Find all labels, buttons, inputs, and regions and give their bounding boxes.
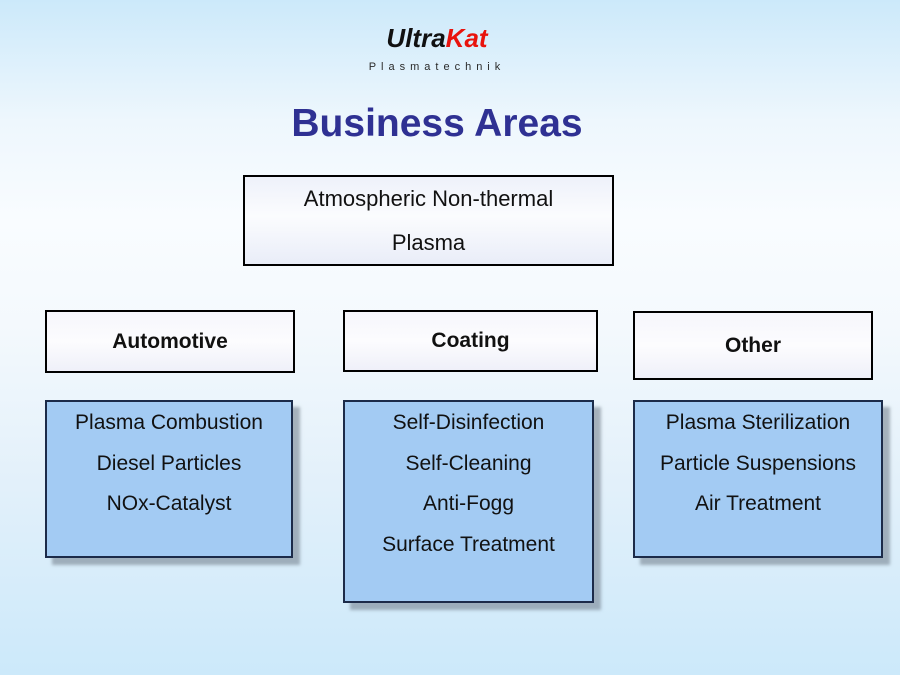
category-label-coating: Coating bbox=[431, 329, 510, 352]
item-label: Plasma Combustion bbox=[75, 411, 263, 434]
root-box-atmospheric-plasma: Atmospheric Non-thermal Plasma bbox=[243, 175, 614, 266]
category-box-automotive: Automotive bbox=[45, 310, 295, 373]
logo-text-kat: Kat bbox=[445, 23, 488, 53]
category-box-coating: Coating bbox=[343, 310, 598, 372]
item-label: Air Treatment bbox=[694, 492, 822, 515]
root-box-line1: Atmospheric Non-thermal bbox=[303, 186, 554, 211]
item-label: Surface Treatment bbox=[382, 532, 555, 556]
category-label-other: Other bbox=[724, 333, 781, 357]
item-label: Self-Cleaning bbox=[405, 451, 532, 475]
item-label: Particle Suspensions bbox=[659, 451, 857, 475]
item-box-coating: Self-Disinfection Self-Cleaning Anti-Fog… bbox=[343, 400, 594, 603]
logo-wordmark: UltraKat bbox=[137, 24, 737, 52]
slide-title: Business Areas bbox=[291, 102, 583, 145]
item-label: Diesel Particles bbox=[96, 451, 242, 475]
logo-subtitle: Plasmatechnik bbox=[368, 61, 506, 73]
root-box-line2: Plasma bbox=[391, 230, 466, 255]
item-label: Plasma Sterilization bbox=[665, 411, 851, 434]
item-box-other: Plasma Sterilization Particle Suspension… bbox=[633, 400, 883, 558]
item-box-automotive: Plasma Combustion Diesel Particles NOx-C… bbox=[45, 400, 293, 558]
company-logo: UltraKat Plasmatechnik bbox=[137, 24, 737, 73]
item-label: Self-Disinfection bbox=[392, 411, 545, 434]
category-label-automotive: Automotive bbox=[112, 329, 228, 353]
category-box-other: Other bbox=[633, 311, 873, 380]
logo-text-ultra: Ultra bbox=[386, 23, 446, 53]
item-label: Anti-Fogg bbox=[422, 492, 515, 515]
item-label: NOx-Catalyst bbox=[106, 492, 232, 515]
